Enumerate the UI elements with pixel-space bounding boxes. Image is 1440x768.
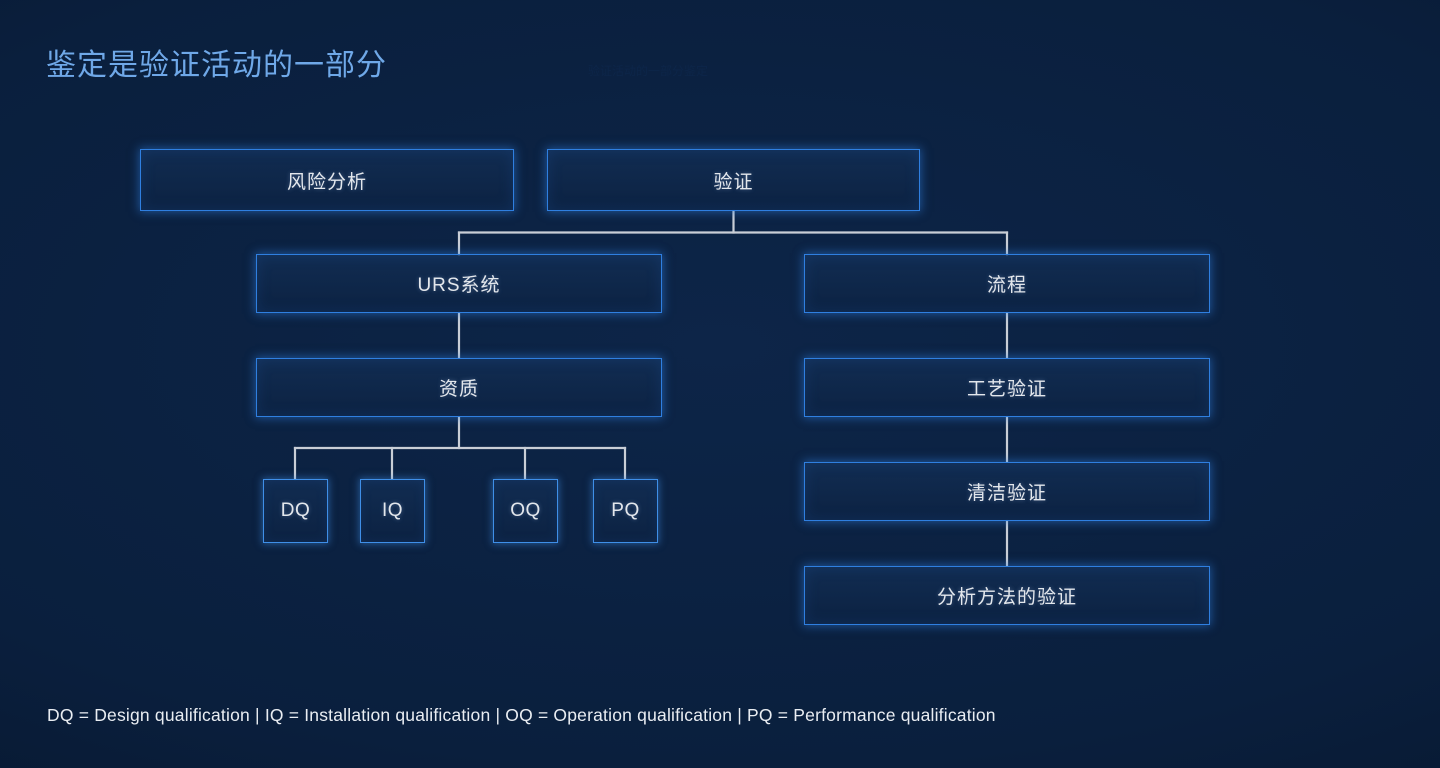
node-label: 清洁验证	[966, 483, 1047, 504]
node-label: 流程	[986, 275, 1027, 296]
node-label: 风险分析	[286, 171, 367, 193]
node-pq[interactable]: PQ	[593, 479, 658, 543]
page-title: 鉴定是验证活动的一部分	[46, 49, 387, 82]
node-label: DQ	[280, 500, 311, 521]
legend-abbreviations: DQ = Design qualification | IQ = Install…	[47, 705, 996, 725]
node-label: 分析方法的验证	[936, 587, 1077, 608]
node-oq[interactable]: OQ	[493, 479, 558, 543]
node-label: IQ	[381, 500, 404, 521]
node-validation[interactable]: 验证	[547, 149, 920, 211]
node-label: 验证	[713, 171, 754, 193]
node-label: 工艺验证	[966, 379, 1047, 400]
node-risk-analysis[interactable]: 风险分析	[140, 149, 514, 211]
node-label: URS系统	[417, 275, 501, 296]
node-label: 资质	[438, 379, 479, 400]
faint-background-text: 验证活动的一部分鉴定	[588, 64, 709, 78]
node-cleaning-validation[interactable]: 清洁验证	[804, 462, 1210, 521]
node-urs-system[interactable]: URS系统	[256, 254, 662, 313]
node-label: PQ	[611, 500, 640, 521]
node-dq[interactable]: DQ	[263, 479, 328, 543]
node-qualification[interactable]: 资质	[256, 358, 662, 417]
node-iq[interactable]: IQ	[360, 479, 425, 543]
node-method-validation[interactable]: 分析方法的验证	[804, 566, 1210, 625]
node-process-validation[interactable]: 工艺验证	[804, 358, 1210, 417]
node-label: OQ	[510, 500, 541, 521]
node-process[interactable]: 流程	[804, 254, 1210, 313]
